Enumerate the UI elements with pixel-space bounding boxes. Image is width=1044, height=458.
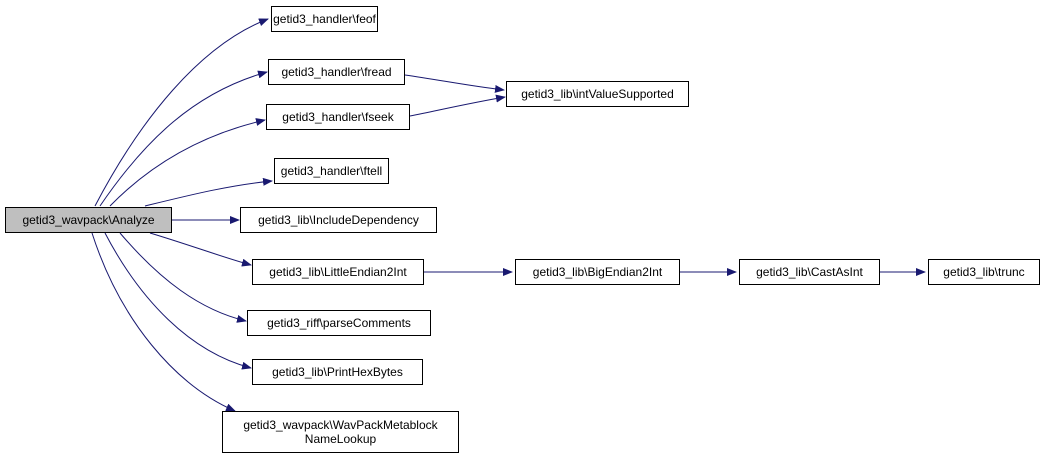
edge-fread-intvaluesupported — [404, 74, 505, 93]
node-label-line1: getid3_wavpack\WavPackMetablock — [243, 418, 438, 432]
edge-analyze-metablocknamelookup — [91, 232, 236, 412]
edge-analyze-fread — [99, 70, 268, 207]
node-label: getid3_lib\BigEndian2Int — [532, 265, 663, 279]
node-label: getid3_wavpack\Analyze — [22, 213, 155, 227]
node-lib-littleendian2int[interactable]: getid3_lib\LittleEndian2Int — [252, 259, 424, 285]
node-lib-intvaluesupported[interactable]: getid3_lib\intValueSupported — [506, 81, 689, 107]
node-label: getid3_lib\LittleEndian2Int — [269, 265, 407, 279]
node-riff-parsecomments[interactable]: getid3_riff\parseComments — [247, 310, 431, 336]
node-label: getid3_lib\IncludeDependency — [258, 213, 419, 227]
node-handler-feof[interactable]: getid3_handler\feof — [271, 6, 378, 32]
node-label: getid3_lib\CastAsInt — [756, 265, 863, 279]
edge-analyze-parsecomments — [119, 232, 247, 323]
edge-analyze-feof — [94, 18, 269, 207]
edge-analyze-ftell — [144, 177, 273, 207]
node-handler-ftell[interactable]: getid3_handler\ftell — [274, 158, 389, 184]
node-label: getid3_lib\trunc — [943, 265, 1025, 279]
node-label-line2: NameLookup — [304, 432, 377, 446]
node-lib-trunc[interactable]: getid3_lib\trunc — [928, 259, 1040, 285]
edge-analyze-littleendian2int — [149, 232, 252, 267]
node-label: getid3_handler\fread — [281, 65, 392, 79]
node-lib-castasint[interactable]: getid3_lib\CastAsInt — [739, 259, 880, 285]
node-label: getid3_lib\PrintHexBytes — [272, 365, 403, 379]
node-label: getid3_lib\intValueSupported — [521, 87, 674, 101]
node-handler-fseek[interactable]: getid3_handler\fseek — [266, 104, 410, 130]
node-lib-printhexbytes[interactable]: getid3_lib\PrintHexBytes — [252, 359, 423, 385]
node-label: getid3_handler\ftell — [280, 164, 383, 178]
edge-fseek-intvaluesupported — [409, 94, 506, 117]
edge-analyze-printhexbytes — [104, 232, 252, 370]
edge-analyze-fseek — [109, 118, 266, 207]
node-wavpack-metablocknamelookup[interactable]: getid3_wavpack\WavPackMetablock NameLook… — [222, 411, 459, 453]
node-handler-fread[interactable]: getid3_handler\fread — [268, 59, 405, 85]
node-wavpack-analyze: getid3_wavpack\Analyze — [5, 207, 172, 233]
node-label: getid3_handler\fseek — [282, 110, 394, 124]
node-lib-includedependency[interactable]: getid3_lib\IncludeDependency — [240, 207, 437, 233]
node-lib-bigendian2int[interactable]: getid3_lib\BigEndian2Int — [515, 259, 680, 285]
node-label: getid3_riff\parseComments — [267, 316, 411, 330]
node-label: getid3_handler\feof — [273, 12, 376, 26]
